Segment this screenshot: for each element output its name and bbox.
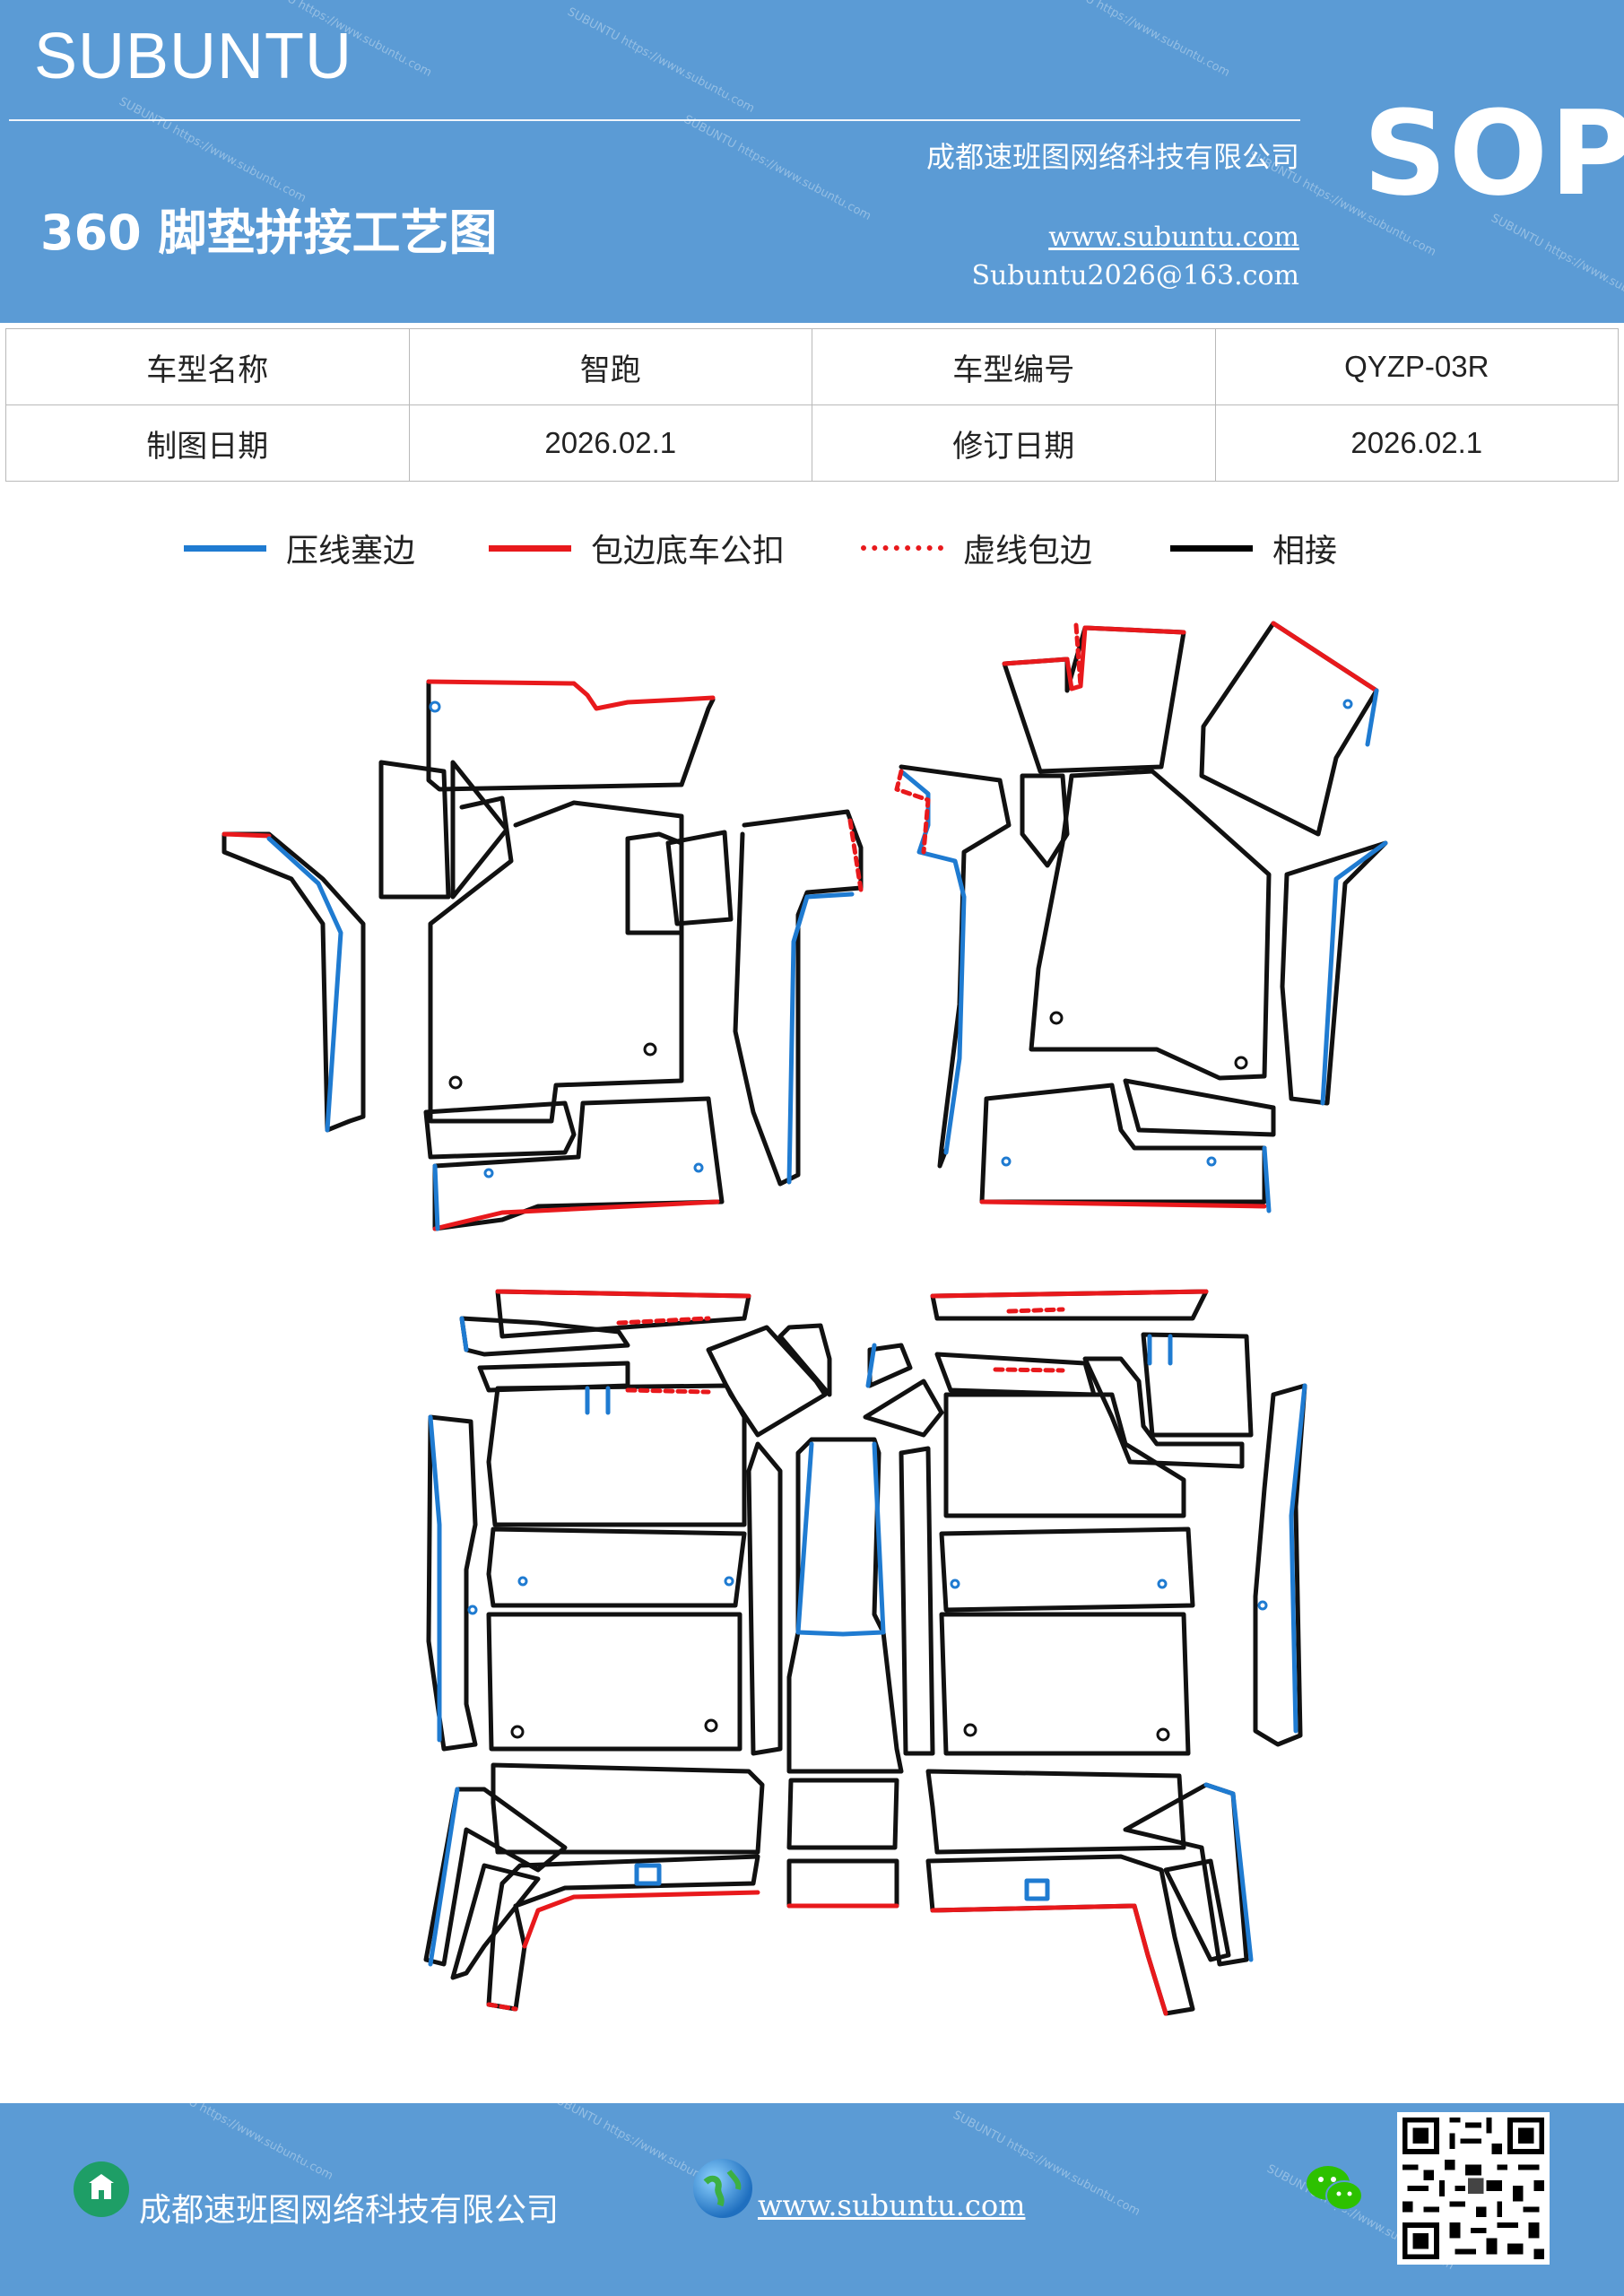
email-address: Subuntu2026@163.com xyxy=(971,260,1299,291)
front-right-mat-group xyxy=(894,621,1388,1213)
watermark: SUBUNTU https://www.subuntu.com xyxy=(143,2103,335,2184)
legend-swatch-red-dotted xyxy=(861,545,943,551)
rear-mat-group xyxy=(423,1289,1307,2016)
label-model-name: 车型名称 xyxy=(5,328,410,405)
sop-badge: SOP xyxy=(1363,85,1624,222)
value-model-name: 智跑 xyxy=(408,328,812,405)
legend-item-dashed-wrap: 虚线包边 xyxy=(861,525,1092,571)
legend-item-wrap-edge: 包边底车公扣 xyxy=(489,525,785,571)
watermark: SUBUNTU https://www.subuntu.com xyxy=(565,4,757,117)
footer-website-link[interactable]: www.subuntu.com xyxy=(758,2188,1026,2222)
table-row: 制图日期 2026.02.1 修订日期 2026.02.1 xyxy=(5,404,1619,482)
watermark: SUBUNTU https://www.subuntu.com xyxy=(117,94,308,206)
label-revision-date: 修订日期 xyxy=(812,404,1216,482)
footer-company-name: 成都速班图网络科技有限公司 xyxy=(139,2192,560,2229)
vehicle-info-table: 车型名称 智跑 车型编号 QYZP-03R 制图日期 2026.02.1 修订日… xyxy=(5,328,1619,482)
building-icon xyxy=(74,2161,129,2217)
watermark: SUBUNTU https://www.subuntu.com xyxy=(1040,0,1232,81)
footer-banner: SUBUNTU https://www.subuntu.com SUBUNTU … xyxy=(0,2103,1624,2296)
front-left-mat-group xyxy=(221,679,864,1231)
table-row: 车型名称 智跑 车型编号 QYZP-03R xyxy=(5,328,1619,405)
brand-logo-text: SUBUNTU xyxy=(34,21,353,92)
label-model-code: 车型编号 xyxy=(812,328,1216,405)
header-divider xyxy=(9,119,1300,121)
floor-mat-pattern-drawing xyxy=(221,621,1388,2016)
legend-label: 相接 xyxy=(1272,533,1338,570)
wechat-icon xyxy=(1305,2161,1366,2215)
company-name: 成都速班图网络科技有限公司 xyxy=(925,140,1299,174)
legend-label: 压线塞边 xyxy=(286,533,416,570)
legend-label: 虚线包边 xyxy=(963,533,1093,570)
website-link[interactable]: www.subuntu.com xyxy=(1048,222,1299,253)
value-draw-date: 2026.02.1 xyxy=(408,404,812,482)
legend-swatch-black xyxy=(1170,544,1253,552)
legend-item-joined: 相接 xyxy=(1170,525,1337,571)
header-banner: SUBUNTU https://www.subuntu.com SUBUNTU … xyxy=(0,0,1624,323)
watermark: SUBUNTU https://www.subuntu.com xyxy=(1489,211,1624,323)
legend-label: 包边底车公扣 xyxy=(591,533,786,570)
value-model-code: QYZP-03R xyxy=(1214,328,1619,405)
legend-swatch-blue xyxy=(184,544,266,552)
qr-code xyxy=(1397,2112,1550,2265)
watermark: SUBUNTU https://www.subuntu.com xyxy=(682,112,873,224)
globe-icon xyxy=(693,2159,752,2218)
page-title: 360 脚垫拼接工艺图 xyxy=(40,204,498,261)
legend-swatch-red xyxy=(489,544,571,552)
edge-legend: 压线塞边 包边底车公扣 虚线包边 相接 xyxy=(0,525,1624,570)
value-revision-date: 2026.02.1 xyxy=(1214,404,1619,482)
legend-item-press-line: 压线塞边 xyxy=(184,525,415,571)
label-draw-date: 制图日期 xyxy=(5,404,410,482)
